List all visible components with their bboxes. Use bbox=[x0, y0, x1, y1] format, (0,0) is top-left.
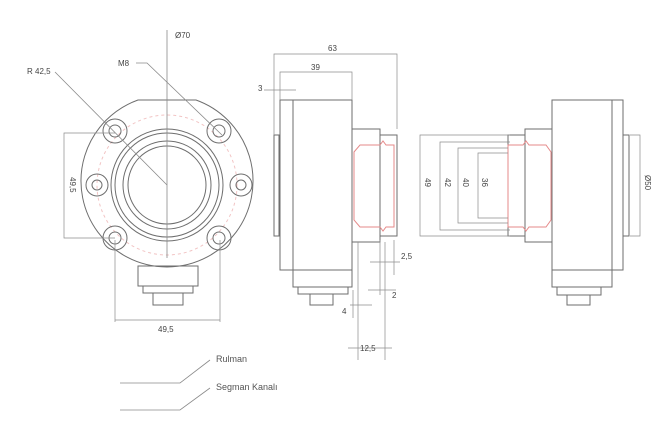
dim-2: 2 bbox=[392, 291, 397, 300]
dim-2-5: 2,5 bbox=[401, 252, 413, 261]
radius-leader bbox=[54, 71, 168, 186]
dim-42: 42 bbox=[443, 178, 452, 187]
side-view: 63 39 3 2,5 2 4 12,5 bbox=[258, 44, 413, 360]
dim-36: 36 bbox=[480, 178, 489, 187]
bolt-holes bbox=[85, 118, 253, 251]
dim-4: 4 bbox=[342, 307, 347, 316]
side-body bbox=[279, 99, 353, 271]
thread-label: M8 bbox=[118, 59, 130, 68]
overall-length-line bbox=[273, 53, 398, 135]
vertical-dim: 49,5 bbox=[68, 177, 77, 193]
dim-49: 49 bbox=[423, 178, 432, 187]
flange-outline bbox=[80, 99, 254, 268]
front-view: Ø70 M8 R 42,5 49,5 49,5 bbox=[27, 30, 254, 334]
dim-40: 40 bbox=[461, 178, 470, 187]
legend-rulman: Rulman bbox=[216, 354, 247, 364]
vertical-dim-line bbox=[63, 132, 115, 239]
radius-label: R 42,5 bbox=[27, 67, 51, 76]
legend-leader-rulman bbox=[120, 359, 211, 384]
horizontal-dim: 49,5 bbox=[158, 325, 174, 334]
legend-segman-kanali: Segman Kanalı bbox=[216, 382, 278, 392]
body-length: 39 bbox=[311, 63, 320, 72]
plate-diameter: Ø50 bbox=[643, 175, 652, 191]
thread-leader bbox=[136, 62, 223, 136]
overall-length: 63 bbox=[328, 44, 337, 53]
section-plate bbox=[622, 134, 630, 237]
connector bbox=[137, 265, 199, 306]
plate-thickness: 3 bbox=[258, 84, 263, 93]
side-hub bbox=[351, 128, 381, 243]
side-plate bbox=[273, 134, 280, 237]
bearing-profile bbox=[353, 140, 395, 232]
diameter-label: Ø70 bbox=[175, 31, 191, 40]
section-bearing-profile bbox=[507, 140, 552, 232]
legend: Rulman Segman Kanalı bbox=[120, 354, 278, 411]
dim-12-5: 12,5 bbox=[360, 344, 376, 353]
legend-leader-segman bbox=[120, 387, 211, 411]
section-view: 49 42 40 36 Ø50 bbox=[419, 99, 652, 306]
